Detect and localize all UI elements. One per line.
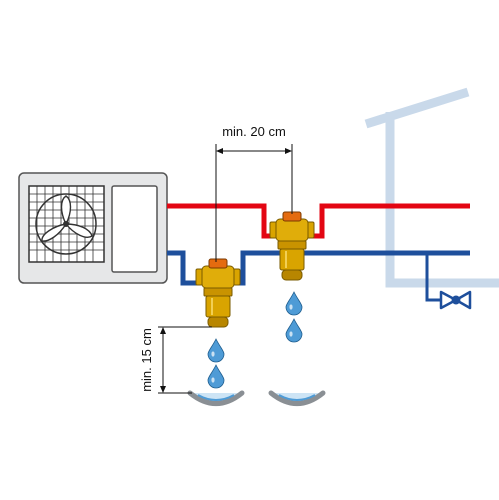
vertical-dimension [158,326,212,394]
house-outline-icon [364,87,499,288]
horizontal-spacing-label: min. 20 cm [222,124,286,139]
drain-funnel-icon [187,390,245,406]
cold-pipe-branch [425,253,444,302]
anti-freeze-valve-icon [195,258,241,328]
water-drops-right [285,291,303,343]
heat-pump-outdoor-unit-icon [18,172,168,284]
hot-pipe [167,203,470,239]
vertical-clearance-label: min. 15 cm [139,328,154,392]
fan-icon [28,185,105,263]
anti-freeze-valve-icon [269,211,315,281]
water-drop-icon [207,338,225,363]
check-valve-icon [439,290,472,310]
water-drop-icon [207,364,225,389]
water-drops-left [207,338,225,389]
drain-funnel-icon [268,390,326,406]
water-drop-icon [285,318,303,343]
water-drop-icon [285,291,303,316]
horizontal-dimension [215,144,293,262]
